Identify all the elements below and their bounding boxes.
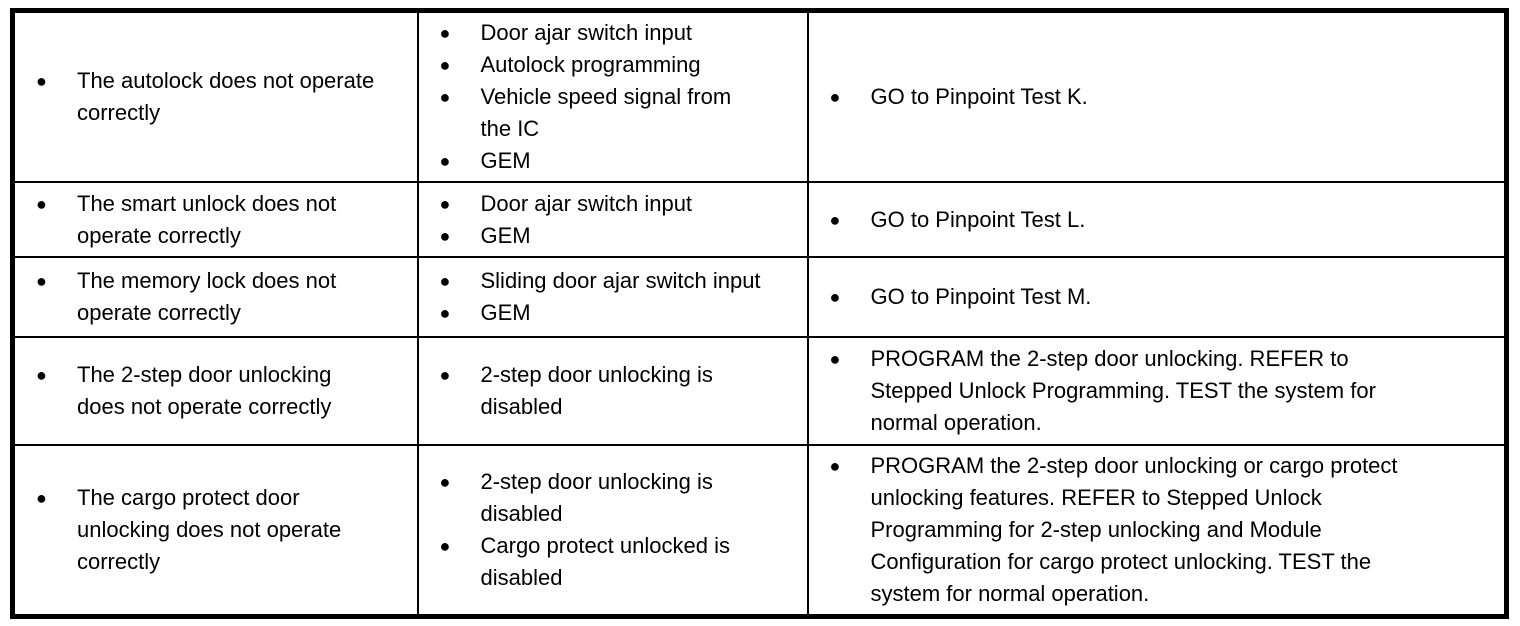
- bullet-icon: ●: [829, 87, 841, 107]
- condition-text: The memory lock does not operate correct…: [77, 268, 337, 325]
- bullet-icon: ●: [439, 472, 451, 492]
- action-text: PROGRAM the 2-step door unlocking or car…: [870, 453, 1398, 606]
- condition-cell: ● The 2-step door unlocking does not ope…: [11, 336, 419, 446]
- bullet-item: ● Sliding door ajar switch input: [419, 265, 801, 297]
- source-text: 2-step door unlocking is disabled: [480, 362, 713, 419]
- table-row: ● The cargo protect door unlocking does …: [11, 444, 1508, 618]
- action-text: GO to Pinpoint Test K.: [870, 84, 1088, 109]
- bullet-icon: ●: [829, 287, 841, 307]
- bullet-icon: ●: [439, 23, 451, 43]
- bullet-item: ● The 2-step door unlocking does not ope…: [15, 359, 411, 423]
- table-row: ● The memory lock does not operate corre…: [11, 256, 1508, 338]
- source-text: Cargo protect unlocked is disabled: [480, 533, 730, 590]
- bullet-icon: ●: [36, 193, 47, 214]
- action-text: GO to Pinpoint Test L.: [870, 206, 1086, 232]
- bullet-icon: ●: [36, 71, 47, 91]
- condition-cell: ● The autolock does not operate correctl…: [11, 9, 419, 183]
- source-text: Vehicle speed signal from the IC: [480, 84, 732, 141]
- bullet-item: ● Door ajar switch input: [419, 17, 801, 49]
- sources-cell: ● Sliding door ajar switch input ● GEM: [416, 256, 809, 338]
- bullet-icon: ●: [439, 193, 451, 214]
- condition-cell: ● The smart unlock does not operate corr…: [11, 181, 419, 258]
- bullet-item: ● The cargo protect door unlocking does …: [15, 482, 411, 578]
- bullet-icon: ●: [439, 225, 451, 246]
- bullet-icon: ●: [36, 488, 47, 508]
- condition-text: The cargo protect door unlocking does no…: [77, 485, 342, 574]
- bullet-icon: ●: [36, 271, 47, 291]
- source-text: GEM: [480, 300, 531, 325]
- source-text: Door ajar switch input: [480, 20, 693, 45]
- bullet-icon: ●: [829, 209, 841, 230]
- sources-cell: ● 2-step door unlocking is disabled: [416, 336, 809, 446]
- action-cell: ● GO to Pinpoint Test M.: [806, 256, 1508, 338]
- source-text: Autolock programming: [480, 52, 701, 77]
- bullet-item: ● GEM: [419, 220, 801, 252]
- bullet-item: ● The memory lock does not operate corre…: [15, 265, 411, 329]
- bullet-icon: ●: [439, 55, 451, 75]
- bullet-item: ● GO to Pinpoint Test L.: [809, 204, 1499, 236]
- condition-cell: ● The memory lock does not operate corre…: [11, 256, 419, 338]
- bullet-icon: ●: [829, 349, 841, 369]
- bullet-item: ● Vehicle speed signal from the IC: [419, 81, 801, 145]
- bullet-item: ● GEM: [419, 297, 801, 329]
- bullet-item: ● PROGRAM the 2-step door unlocking. REF…: [809, 343, 1499, 439]
- bullet-icon: ●: [439, 365, 451, 385]
- bullet-item: ● 2-step door unlocking is disabled: [419, 359, 801, 423]
- bullet-item: ● Autolock programming: [419, 49, 801, 81]
- bullet-icon: ●: [439, 87, 451, 107]
- bullet-icon: ●: [439, 271, 451, 291]
- bullet-icon: ●: [439, 151, 451, 171]
- sources-cell: ● 2-step door unlocking is disabled ● Ca…: [416, 444, 809, 618]
- table-row: ● The smart unlock does not operate corr…: [11, 181, 1508, 258]
- condition-cell: ● The cargo protect door unlocking does …: [11, 444, 419, 618]
- bullet-item: ● GEM: [419, 145, 801, 177]
- action-cell: ● GO to Pinpoint Test K.: [806, 9, 1508, 183]
- condition-text: The autolock does not operate correctly: [77, 68, 375, 125]
- bullet-item: ● PROGRAM the 2-step door unlocking or c…: [809, 450, 1499, 610]
- bullet-item: ● The smart unlock does not operate corr…: [15, 188, 411, 252]
- action-cell: ● PROGRAM the 2-step door unlocking or c…: [806, 444, 1508, 618]
- source-text: Door ajar switch input: [480, 190, 693, 216]
- bullet-item: ● Door ajar switch input: [419, 188, 801, 220]
- sources-cell: ● Door ajar switch input ● Autolock prog…: [416, 9, 809, 183]
- source-text: GEM: [480, 148, 531, 173]
- diagnostic-table: ● The autolock does not operate correctl…: [10, 8, 1509, 619]
- source-text: GEM: [480, 222, 531, 248]
- bullet-icon: ●: [829, 456, 841, 476]
- bullet-icon: ●: [439, 536, 451, 556]
- bullet-item: ● The autolock does not operate correctl…: [15, 65, 411, 129]
- bullet-item: ● GO to Pinpoint Test K.: [809, 81, 1499, 113]
- source-text: 2-step door unlocking is disabled: [480, 469, 713, 526]
- bullet-item: ● 2-step door unlocking is disabled: [419, 466, 801, 530]
- bullet-item: ● Cargo protect unlocked is disabled: [419, 530, 801, 594]
- action-text: GO to Pinpoint Test M.: [870, 284, 1092, 309]
- table-row: ● The 2-step door unlocking does not ope…: [11, 336, 1508, 446]
- source-text: Sliding door ajar switch input: [480, 268, 761, 293]
- bullet-icon: ●: [36, 365, 47, 385]
- action-cell: ● GO to Pinpoint Test L.: [806, 181, 1508, 258]
- action-text: PROGRAM the 2-step door unlocking. REFER…: [870, 346, 1376, 435]
- condition-text: The smart unlock does not operate correc…: [77, 190, 337, 248]
- bullet-item: ● GO to Pinpoint Test M.: [809, 281, 1499, 313]
- bullet-icon: ●: [439, 303, 451, 323]
- condition-text: The 2-step door unlocking does not opera…: [77, 362, 332, 419]
- action-cell: ● PROGRAM the 2-step door unlocking. REF…: [806, 336, 1508, 446]
- sources-cell: ● Door ajar switch input ● GEM: [416, 181, 809, 258]
- table-row: ● The autolock does not operate correctl…: [11, 9, 1508, 183]
